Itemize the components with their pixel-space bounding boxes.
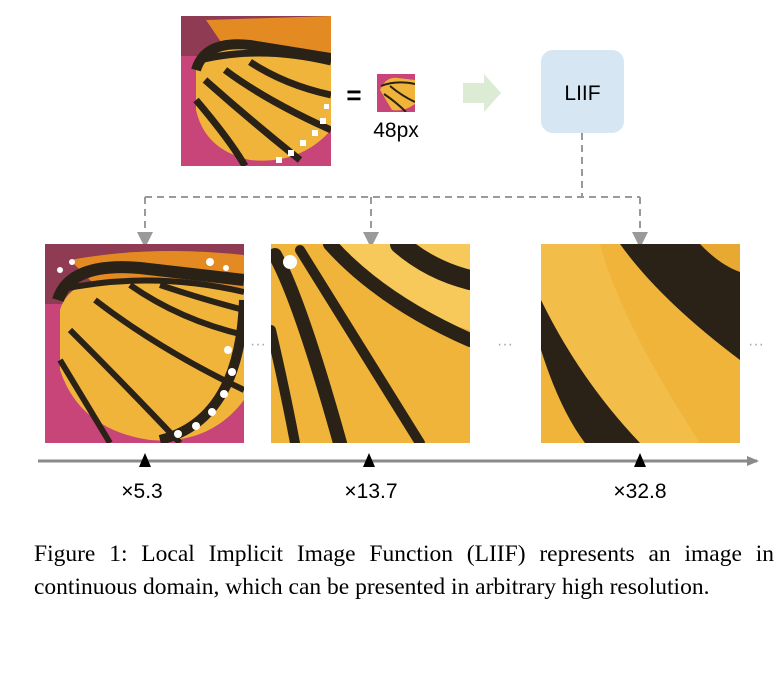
scale-label-1: ×5.3 <box>121 480 162 503</box>
liif-model-label: LIIF <box>564 82 600 105</box>
dashed-connectors <box>137 133 648 248</box>
input-lowres-image <box>181 16 331 166</box>
ellipsis-3: ··· <box>748 336 764 353</box>
scale-label-2: ×13.7 <box>344 480 397 503</box>
scale-marker-1 <box>139 453 151 467</box>
ellipsis-1: ··· <box>250 336 266 353</box>
output-image-x5-3 <box>45 244 244 443</box>
ellipsis-2: ··· <box>497 336 513 353</box>
figure-caption: Figure 1: Local Implicit Image Function … <box>34 541 774 600</box>
input-size-label: 48px <box>373 119 419 142</box>
output-image-x13-7 <box>271 244 470 443</box>
scale-marker-3 <box>634 453 646 467</box>
input-thumbnail <box>377 74 415 112</box>
output-image-x32-8 <box>541 244 740 443</box>
equals-sign: = <box>346 80 361 110</box>
scale-label-3: ×32.8 <box>613 480 666 503</box>
forward-arrow-icon <box>463 74 501 112</box>
scale-marker-2 <box>363 453 375 467</box>
liif-model-box <box>541 50 624 133</box>
